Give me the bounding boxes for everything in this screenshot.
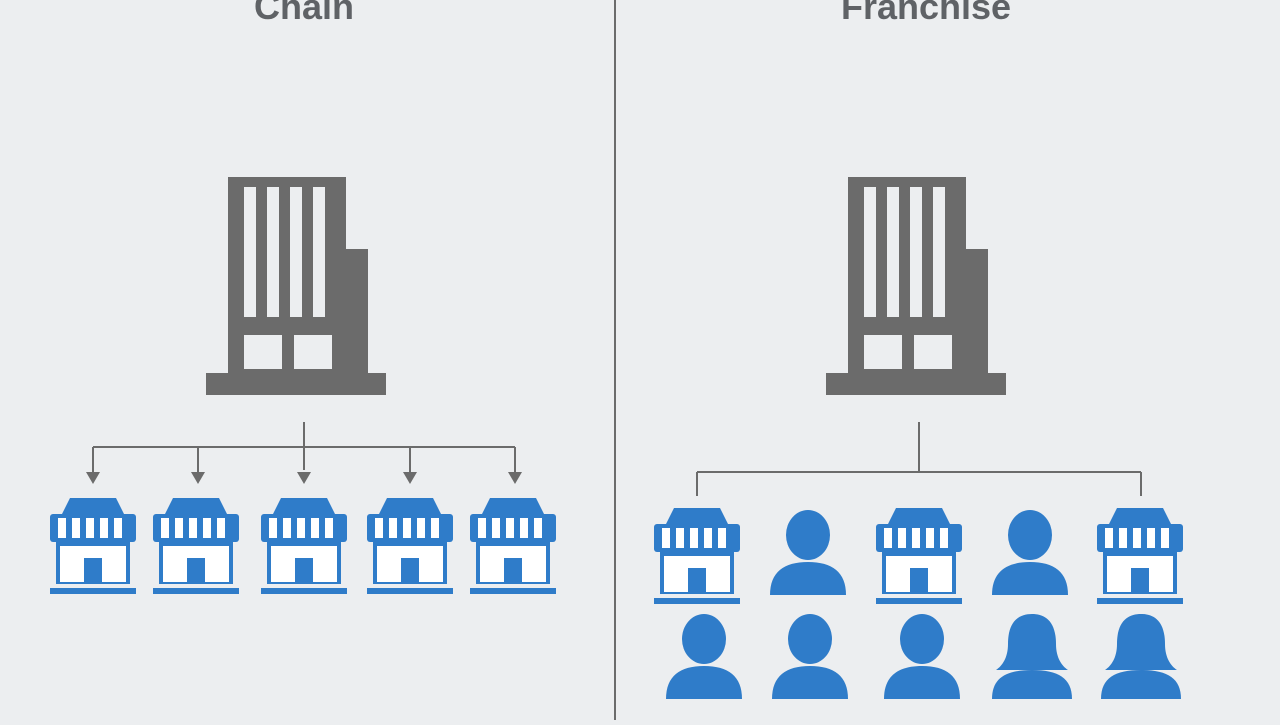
person-icon [884, 614, 960, 699]
chain-title: Chain [253, 0, 355, 27]
storefront-icon [261, 498, 347, 594]
chain-panel [50, 177, 556, 594]
storefront-icon [654, 508, 740, 604]
storefront-icon [153, 498, 239, 594]
headquarters-building-icon [206, 177, 386, 395]
arrow-down-icon [191, 472, 205, 484]
person-icon [992, 510, 1068, 595]
storefront-icon [367, 498, 453, 594]
arrow-down-icon [86, 472, 100, 484]
person-icon [666, 614, 742, 699]
storefront-icon [876, 508, 962, 604]
woman-icon [992, 614, 1072, 699]
franchise-panel [654, 177, 1183, 699]
person-icon [772, 614, 848, 699]
storefront-icon [50, 498, 136, 594]
arrow-down-icon [297, 472, 311, 484]
person-icon [770, 510, 846, 595]
storefront-icon [1097, 508, 1183, 604]
franchise-connector [696, 422, 1142, 496]
headquarters-building-icon [826, 177, 1006, 395]
arrow-down-icon [508, 472, 522, 484]
chain-connector [92, 422, 516, 472]
arrow-down-icon [403, 472, 417, 484]
storefront-icon [470, 498, 556, 594]
franchise-title: Franchise [840, 0, 1012, 27]
woman-icon [1101, 614, 1181, 699]
